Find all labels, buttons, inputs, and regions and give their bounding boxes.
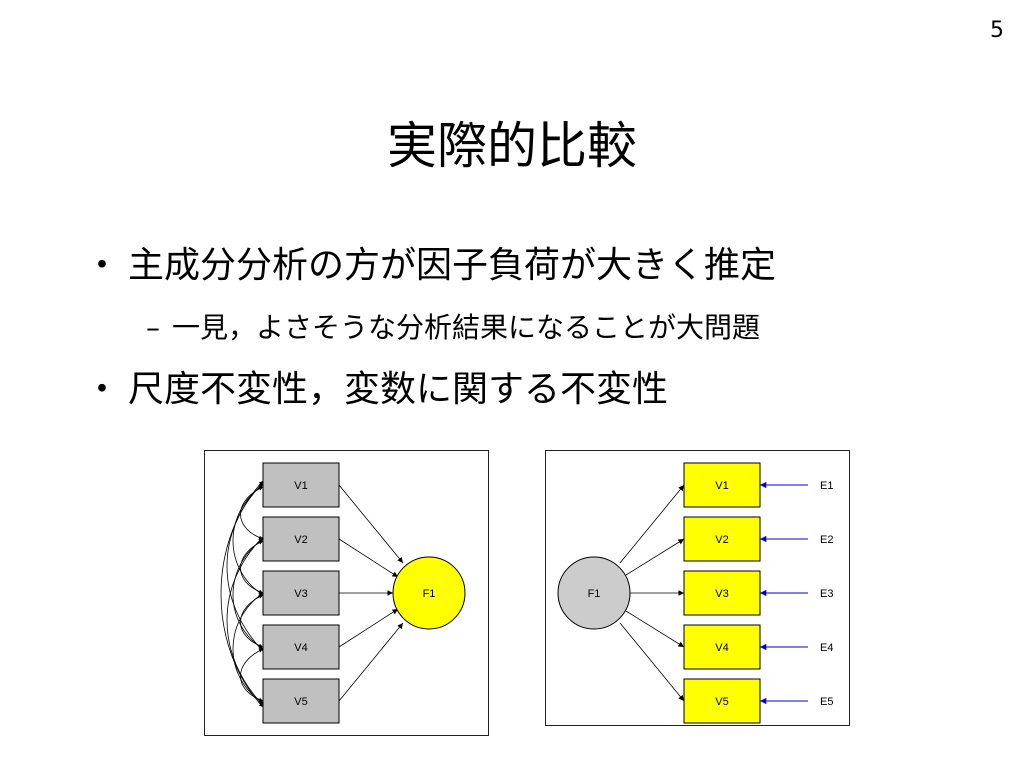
path-f1-v5	[619, 622, 685, 702]
fa-box-v1	[683, 462, 761, 508]
bullet-1: ・主成分分析の方が因子負荷が大きく推定	[84, 236, 776, 288]
pca-diagram: V1 V2 V3 V4 V5 F1	[220, 462, 466, 724]
fa-box-v4	[683, 624, 761, 670]
fa-box-v5	[683, 678, 761, 724]
pca-component-circle	[392, 556, 466, 630]
pca-box-v2	[262, 516, 340, 562]
pca-box-v5	[262, 678, 340, 724]
pca-label-v1: V1	[294, 480, 307, 492]
fa-label-v1: V1	[715, 480, 728, 492]
sub-bullet-marker: –	[146, 311, 160, 344]
slide-title: 実際的比較	[387, 117, 637, 175]
pca-box-v3	[262, 570, 340, 616]
fa-label-e1: E1	[820, 480, 833, 492]
fa-label-e4: E4	[820, 642, 833, 654]
path-v5-f1	[338, 622, 404, 702]
fa-diagram: F1 V1 V2 V3 V4 V5 E1 E2 E3 E4 E5	[557, 462, 833, 724]
pca-diagram-panel: V1 V2 V3 V4 V5 F1	[204, 450, 489, 736]
bullet-marker: ・	[84, 369, 121, 410]
pca-label-v4: V4	[294, 642, 307, 654]
fa-label-v4: V4	[715, 642, 728, 654]
cov-v2-v5	[226, 536, 264, 706]
fa-label-f1: F1	[588, 588, 601, 600]
path-f1-v4	[625, 610, 685, 648]
path-f1-v1	[619, 484, 685, 564]
path-v4-f1	[338, 608, 399, 648]
slide-number: 5	[990, 18, 1004, 43]
path-v1-f1	[338, 484, 404, 564]
bullet-1-text: 主成分分析の方が因子負荷が大きく推定	[128, 245, 777, 286]
pca-box-v4	[262, 624, 340, 670]
path-f1-v2	[625, 538, 685, 576]
fa-label-v3: V3	[715, 588, 728, 600]
cov-v1-v4	[226, 482, 264, 652]
sub-bullet-text: 一見，よさそうな分析結果になることが大問題	[172, 311, 761, 344]
bullet-2: ・尺度不変性，変数に関する不変性	[84, 360, 668, 412]
sub-bullet: –一見，よさそうな分析結果になることが大問題	[146, 306, 760, 346]
fa-label-e3: E3	[820, 588, 833, 600]
fa-box-v2	[683, 516, 761, 562]
pca-label-v5: V5	[294, 696, 307, 708]
bullet-marker: ・	[84, 245, 121, 286]
bullet-2-text: 尺度不変性，変数に関する不変性	[128, 369, 669, 410]
pca-label-v2: V2	[294, 534, 307, 546]
fa-label-v2: V2	[715, 534, 728, 546]
pca-box-v1	[262, 462, 340, 508]
fa-label-v5: V5	[715, 696, 728, 708]
pca-label-f1: F1	[423, 588, 436, 600]
pca-label-v3: V3	[294, 588, 307, 600]
fa-label-e2: E2	[820, 534, 833, 546]
cov-v1-v5	[220, 480, 264, 708]
fa-diagram-panel: F1 V1 V2 V3 V4 V5 E1 E2 E3 E4 E5	[545, 450, 850, 726]
path-v2-f1	[338, 538, 399, 578]
fa-factor-circle	[557, 556, 631, 630]
cov-v2-v4	[232, 538, 264, 650]
fa-label-e5: E5	[820, 696, 833, 708]
fa-box-v3	[683, 570, 761, 616]
